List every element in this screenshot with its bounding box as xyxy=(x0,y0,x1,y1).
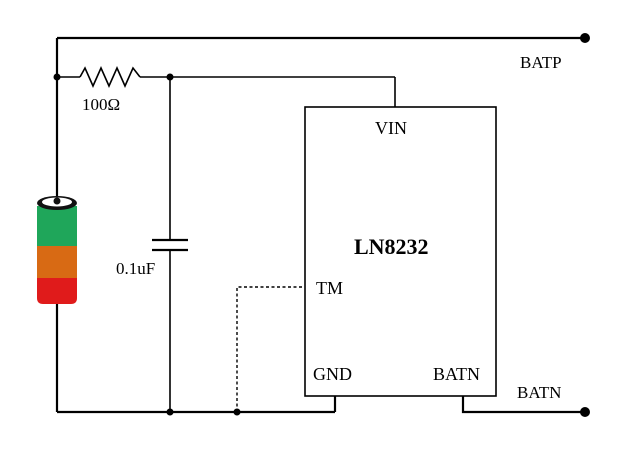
batn-lead-wire xyxy=(461,396,585,414)
capacitor-value-label: 0.1uF xyxy=(116,259,155,278)
pin-vin-label: VIN xyxy=(375,118,407,138)
cap-ground-junction xyxy=(166,408,174,416)
batp-terminal[interactable] xyxy=(580,33,590,43)
chip-name-label: LN8232 xyxy=(354,234,429,259)
batn-terminal[interactable] xyxy=(580,407,590,417)
resistor-symbol xyxy=(79,66,141,88)
battery-icon xyxy=(37,196,77,304)
pin-batn-label: BATN xyxy=(433,364,480,384)
resistor-value-label: 100Ω xyxy=(82,95,120,114)
chip-body xyxy=(304,106,497,397)
pin-gnd-label: GND xyxy=(313,364,352,384)
batn-rail-label: BATN xyxy=(517,383,561,402)
batp-label: BATP xyxy=(520,53,562,72)
tm-dashed-wire xyxy=(236,286,303,412)
pin-tm-label: TM xyxy=(316,278,343,298)
